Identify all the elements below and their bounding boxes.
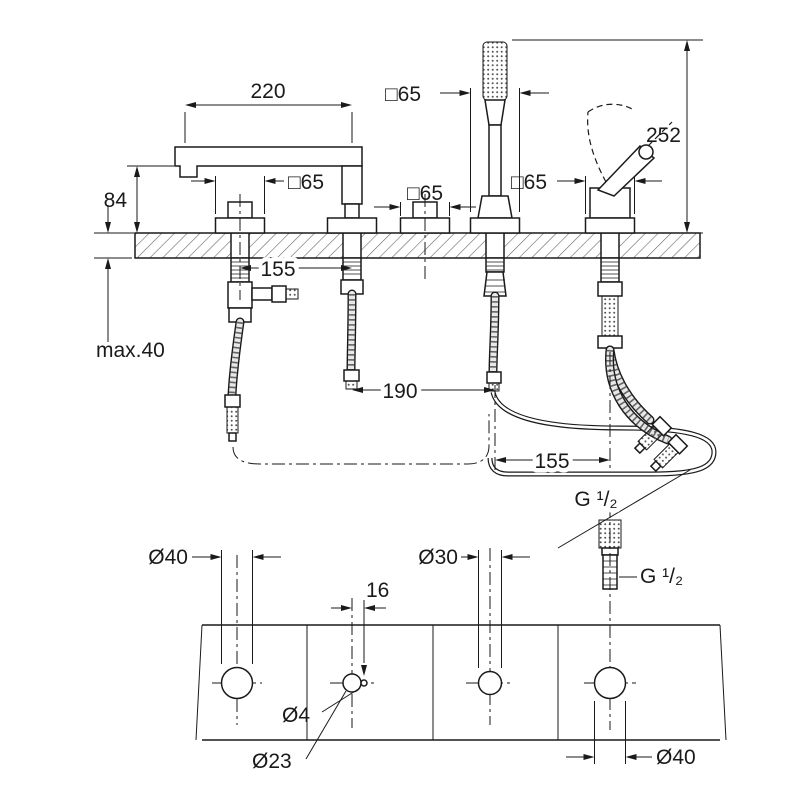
dim-text-hole-spout: Ø40 [148, 546, 188, 569]
centerlines-plan [212, 548, 636, 728]
dim-text-spout-height: 84 [104, 189, 128, 212]
dim-shower-escutcheon: □65 [385, 83, 549, 212]
handle-supply [340, 257, 364, 390]
spout [174, 146, 378, 234]
hole-pilot [360, 679, 368, 687]
dim-text-pilot-offset: 16 [366, 579, 389, 602]
diverter-hoses [597, 257, 689, 473]
hole-shower [477, 670, 503, 696]
dim-text-right-handle-escutcheon: □65 [407, 182, 443, 205]
dim-text-spacing-middle: 190 [382, 380, 417, 403]
dim-right-handle-escutcheon: □65 [374, 182, 476, 216]
top-section-view: 220 252 84 max.40 [94, 39, 717, 730]
shower-hose-connection [483, 257, 507, 392]
dim-spacing-middle: 190 [352, 376, 495, 408]
dim-text-spacing-left: 155 [260, 258, 295, 281]
spout-supply [224, 257, 299, 442]
dim-text-spacing-right: 155 [534, 450, 569, 473]
dim-hole-spout: Ø40 [148, 546, 281, 664]
dim-text-hole-shower: Ø30 [418, 546, 458, 569]
shower-hose-loop-alt [232, 414, 490, 465]
dim-spout-height: 84 [104, 165, 174, 234]
hole-lever [593, 666, 627, 700]
hand-shower [469, 41, 521, 234]
dim-text-overall-height: 252 [646, 124, 681, 147]
label-connection-thread: G ¹/₂ [619, 565, 683, 588]
hole-spout [220, 666, 254, 700]
deck-plan [195, 624, 727, 741]
dim-text-hole-pilot: Ø4 [282, 704, 310, 727]
dim-lever-escutcheon: □65 [511, 171, 662, 214]
dim-spout-projection: 220 [184, 80, 353, 143]
lever-handle [584, 103, 673, 234]
dim-left-handle-escutcheon: □65 [191, 171, 324, 214]
dim-hole-shower: Ø30 [418, 546, 530, 668]
dim-text-left-handle-escutcheon: □65 [288, 171, 324, 194]
dim-text-lever-escutcheon: □65 [511, 171, 547, 194]
dim-pilot-offset: 16 [331, 579, 389, 676]
dim-text-shower-escutcheon: □65 [385, 83, 421, 106]
dim-hole-pilot: Ø4 [282, 687, 361, 727]
dim-text-deck-thickness: max.40 [96, 339, 165, 362]
dim-spacing-left: 155 [240, 254, 352, 286]
dim-hole-handle: Ø23 [252, 690, 347, 773]
dim-text-connection-thread: G ¹/₂ [640, 565, 683, 588]
dim-hole-lever: Ø40 [566, 701, 696, 769]
label-hose-thread: G ¹/₂ [557, 469, 691, 549]
shower-hose-loop [487, 391, 717, 477]
dim-spacing-right: 155 [495, 446, 610, 478]
dim-text-hole-lever: Ø40 [656, 746, 696, 769]
dim-overall-height: 252 [512, 39, 703, 234]
dim-text-spout-projection: 220 [250, 80, 285, 103]
dim-text-hose-thread: G ¹/₂ [574, 488, 617, 511]
dim-deck-thickness: max.40 [94, 205, 165, 362]
dim-text-hole-handle: Ø23 [252, 750, 292, 773]
plan-section-view: Ø40 Ø30 16 Ø4 Ø23 [148, 546, 727, 773]
